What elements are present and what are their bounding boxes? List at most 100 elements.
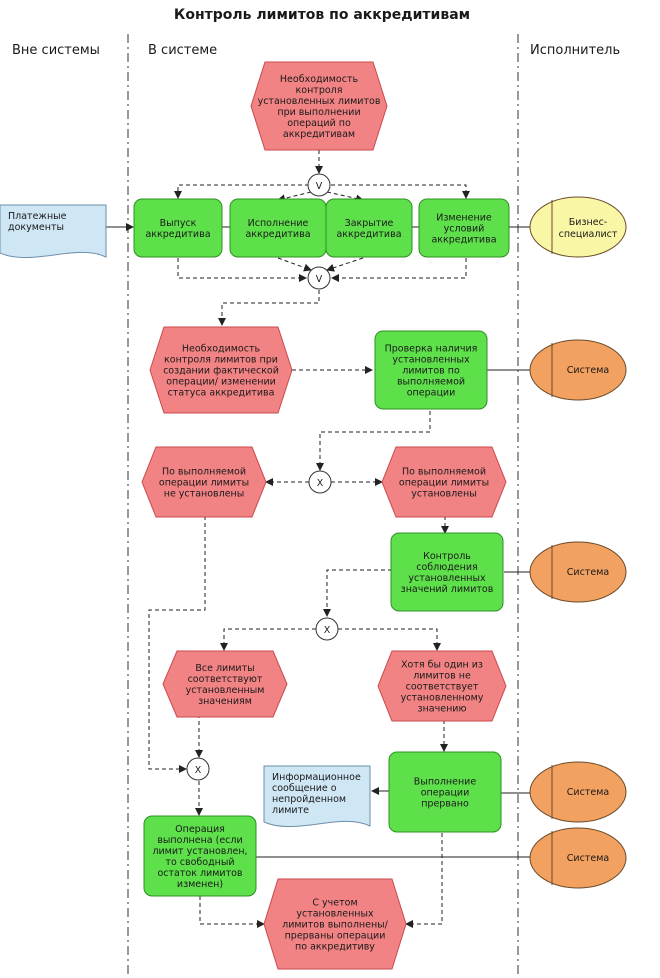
event-text-line: статуса аккредитива [168, 387, 275, 398]
event-text-line: лимитов выполнены/ [282, 919, 389, 930]
function-text-line: Выпуск [160, 218, 197, 229]
function-shape [390, 532, 504, 612]
lane-label-executor: Исполнитель [530, 43, 620, 58]
event-text-line: значениям [198, 696, 252, 707]
flow-arrow [323, 569, 392, 617]
event-text-line: не установлены [164, 488, 245, 499]
actor-text: Система [567, 787, 609, 798]
function-text-line: операции [407, 387, 456, 398]
function-text-line: изменен) [177, 879, 223, 890]
flow-arrow [338, 628, 441, 651]
connector-shape [307, 173, 331, 197]
event-text-line: С учетом [312, 897, 357, 908]
connector-symbol: X [324, 625, 331, 636]
event-text-line: Необходимость [280, 74, 359, 85]
connector-shape [308, 470, 332, 494]
connector-or-split: V [307, 173, 331, 197]
document-shape [263, 765, 371, 828]
actor-shape [529, 541, 627, 603]
document-shape [0, 204, 107, 259]
function-shape [143, 815, 257, 897]
function-text-line: Выполнение [414, 776, 477, 787]
event-text-line: установленному [401, 692, 484, 703]
event-text-line: установлены [411, 488, 476, 499]
event-text-line: установленным [186, 685, 265, 696]
document-text-line: сообщение о [272, 783, 337, 794]
connector-symbol: V [316, 274, 323, 285]
diagram-title: Контроль лимитов по аккредитивам [174, 7, 470, 23]
connector-or-join: V [307, 266, 331, 290]
event-text-line: Все лимиты [195, 663, 254, 674]
event-text-line: операции лимиты [399, 477, 489, 488]
event-text-line: лимитов не [413, 670, 471, 681]
actor-system-3: Система [529, 761, 627, 823]
connector-symbol: V [316, 181, 323, 192]
actor-shape [529, 339, 627, 401]
actor-text: Система [567, 853, 609, 864]
function-text-line: установленных [408, 573, 486, 584]
lane-label-outside: Вне системы [12, 43, 100, 58]
flow-arrows [106, 150, 530, 928]
connector-symbol: X [195, 765, 202, 776]
flow-arrow [326, 257, 364, 272]
event-text-line: соответствуют [188, 674, 263, 685]
flow-arrow [405, 833, 443, 928]
function-text-line: аккредитива [145, 229, 210, 240]
flow-arrow [220, 628, 316, 651]
event-text-line: установленных лимитов [258, 96, 381, 107]
function-text-line: аккредитива [431, 234, 496, 245]
actor-shape [529, 827, 627, 889]
function-text-line: то свободный [165, 857, 234, 868]
event-text-line: прерваны операции [285, 930, 386, 941]
flow-arrow [331, 184, 470, 199]
function-text-line: Проверка наличия [385, 343, 478, 354]
function-text-line: установленных [392, 354, 470, 365]
connector-xor-join: X [186, 757, 210, 781]
function-text-line: операции [421, 787, 470, 798]
function-text-line: выполняемой [397, 376, 465, 387]
actor-text: Система [567, 365, 609, 376]
event-text-line: контроля лимитов при [164, 354, 278, 365]
event-text-line: установленных [296, 908, 374, 919]
function-text-line: прервано [421, 798, 469, 809]
event-text-line: Хотя бы один из [401, 659, 483, 670]
document-text-line: документы [8, 222, 64, 233]
event-text-line: при выполнении [277, 107, 360, 118]
event-text-line: по аккредитиву [295, 941, 375, 952]
connector-xor-1: X [308, 470, 332, 494]
document-text-line: непройденном [272, 794, 346, 805]
function-text-line: лимитов по [402, 365, 460, 376]
function-text-line: условий [444, 223, 485, 234]
event-all_ok: Все лимитысоответствуютустановленнымзнач… [162, 650, 288, 718]
document-text-line: Платежные [8, 211, 67, 222]
event-text-line: операций по [287, 118, 351, 129]
flow-arrow [316, 411, 431, 471]
function-text-line: Операция [175, 824, 225, 835]
flow-arrow [331, 258, 467, 282]
flow-arrow [277, 257, 312, 272]
document-text-line: лимите [272, 805, 309, 816]
event-shape [250, 61, 388, 151]
event-shape [141, 446, 267, 518]
event-shape [162, 650, 288, 718]
flow-arrow [148, 516, 206, 773]
function-shape [374, 330, 488, 410]
connector-shape [186, 757, 210, 781]
function-shape [418, 198, 510, 258]
actor-text-line: Бизнес- [569, 217, 607, 228]
actor-shape [529, 196, 627, 258]
function-control: Контрольсоблюденияустановленныхзначений … [390, 532, 504, 612]
lane-label-inside: В системе [148, 43, 217, 58]
event-text-line: создании фактической [163, 365, 279, 376]
